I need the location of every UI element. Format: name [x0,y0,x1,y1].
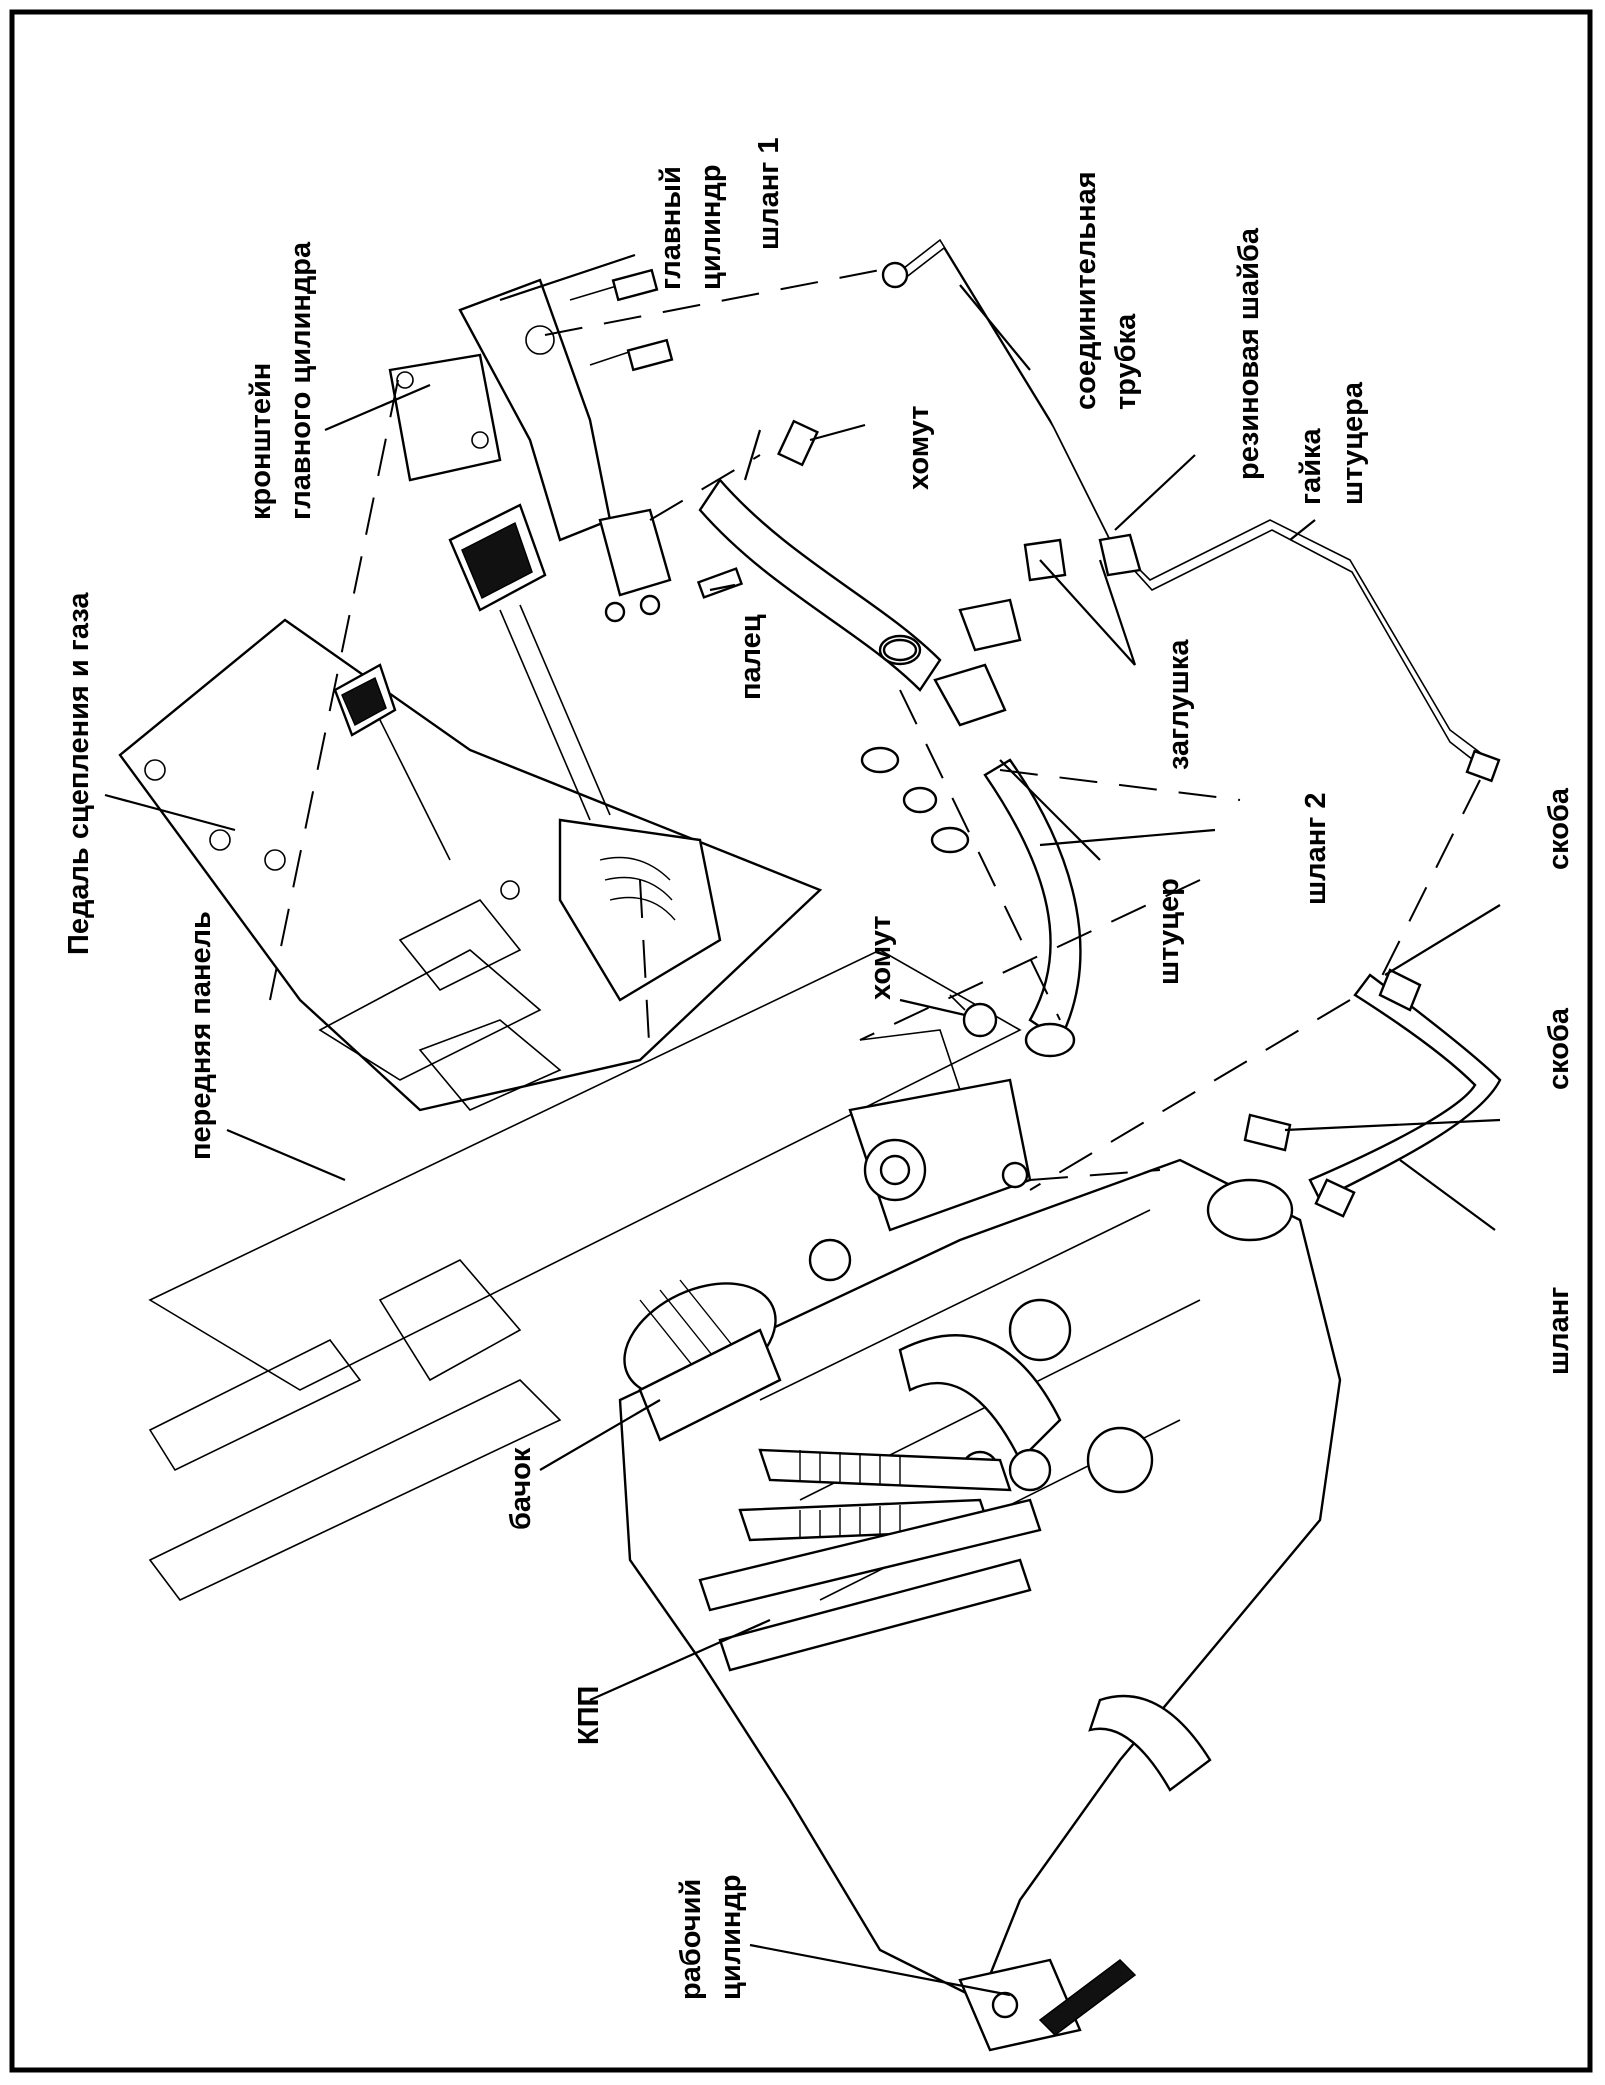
body-rails [148,949,1022,1602]
label-hose1: шланг 1 [753,137,785,250]
label-nut-2: штуцера [1337,381,1369,505]
label-bracket-1: кронштейн [245,363,277,520]
leader-fitting [999,759,1101,861]
label-master-1: главный [655,166,687,290]
label-bracket-bottom: скоба [1543,1007,1575,1090]
label-rubber-washer: резиновая шайба [1233,227,1265,480]
labels: передняя панель Педаль сцепления и газа … [63,137,1575,2000]
leader-hose1 [743,429,762,481]
label-nut-1: гайка [1295,427,1327,505]
guide-lines [269,269,1481,1191]
leader-nut [1289,519,1316,541]
artwork [118,238,1502,2052]
leader-slave [749,1943,1011,1997]
leader-clamp-top [809,423,866,442]
slave-cylinder [958,1958,1137,2052]
shift-linkage [698,1448,1052,1672]
label-master-2: цилиндр [695,164,727,290]
leader-connecting [959,284,1031,371]
leader-rubber-washer [1114,454,1196,531]
leader-clamp-mid [899,998,966,1017]
label-clamp-top: хомут [903,406,935,491]
fittings-cluster [860,538,1067,854]
label-gearbox: КПП [573,1686,605,1745]
label-hose2: шланг 2 [1300,792,1332,905]
pedal-assembly [333,503,722,1002]
label-bracket-2: главного цилиндра [285,241,317,520]
label-slave-2: цилиндр [715,1874,747,2000]
diagram-frame [9,9,1593,2073]
leader-bracket [324,383,431,432]
clamp-mid [949,994,998,1038]
label-connecting-2: трубка [1110,313,1142,410]
leader-bracket-top [1384,904,1501,976]
label-connecting-1: соединительная [1070,171,1102,410]
leader-bracket-bottom [1284,1118,1501,1132]
leader-hose2 [1039,828,1216,847]
reservoir [623,1238,852,1442]
label-clamp-mid: хомут [865,916,897,1001]
label-reservoir: бачок [505,1447,537,1530]
label-pin: палец [735,614,767,700]
release-mechanism [848,1029,1032,1232]
master-cylinder-assembly [388,268,744,623]
leader-hose [1399,1159,1496,1231]
label-hose: шланг [1543,1287,1575,1375]
label-slave-1: рабочий [675,1879,707,2000]
leader-front-panel [226,1128,346,1182]
front-panel-plate [118,618,823,1112]
leader-gearbox [589,1618,771,1702]
leader-lines [104,253,1501,1997]
leader-master [499,253,636,302]
hose-2 [983,758,1082,1058]
label-front-panel: передняя панель [185,911,217,1160]
leader-plug-b [1098,559,1137,666]
leader-reservoir [539,1399,661,1471]
lower-hose [1243,968,1502,1218]
label-pedal: Педаль сцепления и газа [63,592,95,955]
label-plug: заглушка [1163,639,1195,770]
leader-pin [709,583,736,592]
connecting-tube [881,238,1501,783]
label-fitting: штуцер [1153,878,1185,985]
leader-pedal [104,793,236,832]
label-bracket-top: скоба [1543,787,1575,870]
leader-plug-a [1039,559,1136,666]
